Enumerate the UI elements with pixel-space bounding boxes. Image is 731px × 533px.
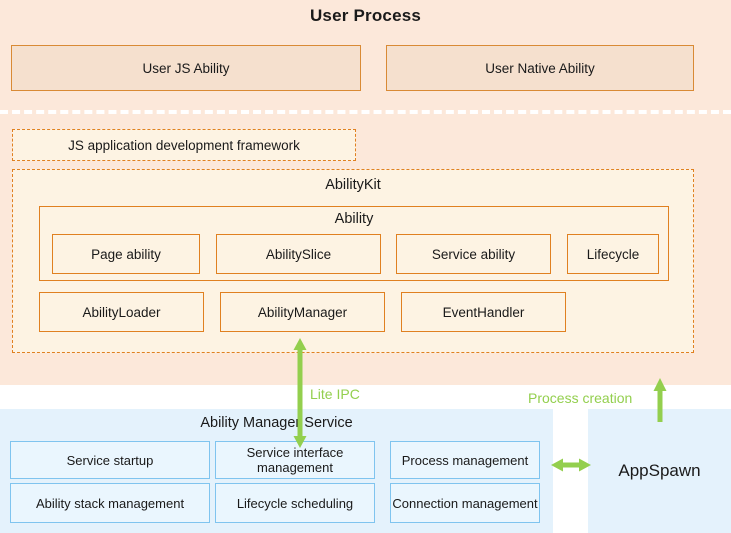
service-interface-management-box: Service interface management	[215, 441, 375, 479]
lifecycle-scheduling-label: Lifecycle scheduling	[236, 495, 354, 511]
lite-ipc-label: Lite IPC	[310, 386, 360, 402]
ability-stack-management-box: Ability stack management	[10, 483, 210, 523]
lifecycle-scheduling-box: Lifecycle scheduling	[215, 483, 375, 523]
ability-slice-box: AbilitySlice	[216, 234, 381, 274]
user-js-ability-label: User JS Ability	[142, 60, 230, 76]
process-creation-label: Process creation	[528, 390, 633, 406]
js-framework-label: JS application development framework	[68, 137, 300, 153]
appspawn-link-arrow	[551, 458, 591, 472]
user-native-ability-box: User Native Ability	[386, 45, 694, 91]
connection-management-label: Connection management	[392, 495, 538, 511]
process-creation-arrow	[653, 378, 667, 422]
service-ability-box: Service ability	[396, 234, 551, 274]
ability-group-title: Ability	[334, 211, 374, 227]
ability-stack-management-label: Ability stack management	[35, 495, 185, 511]
ability-manager-service-title: Ability Manager Service	[200, 415, 353, 431]
service-startup-box: Service startup	[10, 441, 210, 479]
abilitykit-title: AbilityKit	[325, 177, 381, 193]
lifecycle-box: Lifecycle	[567, 234, 659, 274]
service-interface-management-label: Service interface management	[246, 445, 344, 475]
connection-management-box: Connection management	[390, 483, 540, 523]
ability-slice-label: AbilitySlice	[265, 246, 332, 262]
js-framework-box: JS application development framework	[12, 129, 356, 161]
abilitykit-container: AbilityKit Ability Page ability AbilityS…	[12, 169, 694, 353]
appspawn-label: AppSpawn	[618, 461, 701, 480]
ability-loader-label: AbilityLoader	[82, 304, 161, 320]
process-management-label: Process management	[401, 452, 529, 468]
user-process-title: User Process	[309, 6, 422, 25]
ability-loader-box: AbilityLoader	[39, 292, 204, 332]
ability-group-container: Ability Page ability AbilitySlice Servic…	[39, 206, 669, 281]
ability-manager-box: AbilityManager	[220, 292, 385, 332]
page-ability-label: Page ability	[91, 246, 161, 262]
layer-divider	[0, 110, 731, 114]
appspawn-region: AppSpawn	[588, 409, 731, 533]
lifecycle-label: Lifecycle	[586, 246, 640, 262]
service-startup-label: Service startup	[66, 452, 154, 468]
process-management-box: Process management	[390, 441, 540, 479]
event-handler-box: EventHandler	[401, 292, 566, 332]
user-js-ability-box: User JS Ability	[11, 45, 361, 91]
page-ability-box: Page ability	[52, 234, 200, 274]
lite-ipc-arrow	[293, 338, 307, 448]
event-handler-label: EventHandler	[442, 304, 525, 320]
ability-manager-service-region: Ability Manager Service Service startup …	[0, 409, 553, 533]
service-ability-label: Service ability	[431, 246, 516, 262]
user-native-ability-label: User Native Ability	[485, 60, 595, 76]
ability-manager-label: AbilityManager	[257, 304, 348, 320]
